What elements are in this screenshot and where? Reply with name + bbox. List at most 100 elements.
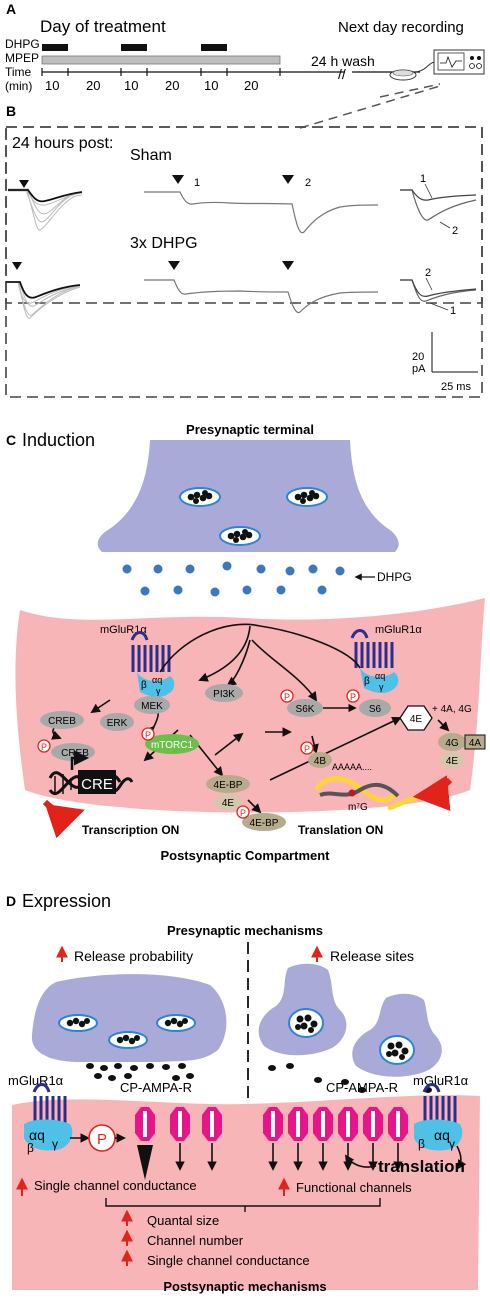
translation-arrow bbox=[412, 775, 453, 812]
duration-3: 10 bbox=[124, 78, 138, 93]
scale-y-unit: pA bbox=[412, 363, 426, 375]
4e-label-complex-2: 4E bbox=[446, 756, 459, 767]
sham-inset-label-2: 2 bbox=[452, 225, 458, 237]
timeline-durations: 10 20 10 20 10 20 bbox=[45, 78, 258, 93]
duration-1: 10 bbox=[45, 78, 59, 93]
d-right-g-alpha: αq bbox=[434, 1127, 450, 1143]
left-vesicles bbox=[58, 1014, 196, 1049]
quantal-size-label: Quantal size bbox=[147, 1213, 219, 1228]
translation-on-label: Translation ON bbox=[298, 823, 383, 837]
panel-b-letter: B bbox=[6, 103, 16, 119]
dhpg-bar-1 bbox=[42, 44, 68, 51]
duration-4: 20 bbox=[165, 78, 179, 93]
4b-phospho: P bbox=[304, 744, 310, 754]
dhpg-trace bbox=[144, 279, 379, 314]
sham-inset-leader-2 bbox=[439, 221, 451, 229]
duration-2: 20 bbox=[86, 78, 100, 93]
4ebp-phospho-node: 4E-BP P bbox=[236, 805, 286, 831]
panel-c-title: Induction bbox=[22, 430, 95, 450]
s6k-node: S6K P bbox=[280, 689, 323, 717]
panel-b-frame bbox=[5, 126, 483, 304]
release-sites-label: Release sites bbox=[330, 948, 414, 964]
sham-marker-2 bbox=[282, 175, 294, 184]
dhpg-bar-2 bbox=[121, 44, 147, 51]
sham-trace bbox=[144, 191, 379, 234]
d-right-mglur1a-receptor: mGluR1α αq β γ bbox=[413, 1073, 469, 1151]
4ebp-4e-complex: 4E-BP 4E bbox=[206, 775, 250, 810]
panel-c: C Induction Presynaptic terminal DHPG bbox=[6, 422, 486, 863]
erk-node: ERK bbox=[100, 713, 134, 731]
panel-b: B 24 hours post: Sham 3x DHPG 1 2 1 2 bbox=[5, 103, 483, 393]
mek-label: MEK bbox=[141, 701, 163, 712]
erk-label: ERK bbox=[107, 718, 128, 729]
d-left-receptor-label: mGluR1α bbox=[8, 1073, 64, 1088]
dhpg-bar-3 bbox=[201, 44, 227, 51]
scale-x-label: 25 ms bbox=[441, 381, 471, 393]
duration-6: 20 bbox=[244, 78, 258, 93]
dhpg-application-label: DHPG bbox=[377, 570, 412, 584]
single-cond-label: Single channel conductance bbox=[34, 1178, 197, 1193]
panel-a-letter: A bbox=[6, 1, 16, 17]
right-receptor-label: mGluR1α bbox=[375, 624, 422, 636]
translation-arrow-d bbox=[344, 1154, 377, 1168]
mtorc1-phospho: P bbox=[145, 730, 151, 740]
polya-label: AAAAA.... bbox=[332, 762, 372, 772]
d-right-receptor-arrow bbox=[456, 1145, 467, 1170]
eif4f-complex: 4G 4A 4E bbox=[438, 733, 486, 768]
d-phospho-circle: P bbox=[88, 1124, 116, 1152]
row-dhpg-label: DHPG bbox=[5, 37, 40, 51]
creb-phospho: P bbox=[41, 742, 47, 752]
plus-4a-4g-label: + 4A, 4G bbox=[432, 704, 472, 715]
mtorc1-label: mTORC1 bbox=[151, 740, 193, 751]
dhpg-overlay-marker bbox=[12, 262, 22, 270]
right-g-beta: β bbox=[364, 676, 370, 687]
left-g-beta: β bbox=[141, 680, 147, 691]
s6k-phospho: P bbox=[284, 692, 290, 702]
left-g-gamma: γ bbox=[156, 686, 161, 696]
panel-d-title: Expression bbox=[22, 891, 111, 911]
cap-label: m⁷G bbox=[348, 802, 368, 813]
panel-b-frame-full bbox=[5, 126, 483, 398]
sham-marker-1 bbox=[172, 175, 184, 184]
d-left-g-beta: β bbox=[27, 1141, 34, 1155]
left-g-alpha: αq bbox=[152, 675, 162, 685]
panel-b-header: 24 hours post: bbox=[12, 135, 113, 152]
presynaptic-terminal-label: Presynaptic terminal bbox=[186, 422, 314, 437]
wash-break-mark: // bbox=[338, 66, 346, 82]
left-glutamate-dots bbox=[86, 1063, 194, 1081]
single-cond2-label: Single channel conductance bbox=[147, 1253, 310, 1268]
4e-hex-label: 4E bbox=[410, 714, 423, 725]
transcription-on-label: Transcription ON bbox=[82, 823, 179, 837]
d-phospho-label: P bbox=[97, 1131, 107, 1148]
4e-hexagon: 4E bbox=[399, 705, 433, 731]
d-left-mglur1a-receptor: mGluR1α αq β γ bbox=[8, 1073, 73, 1155]
pi3k-node: PI3K bbox=[205, 684, 243, 702]
4ebp-label-2: 4E-BP bbox=[250, 818, 279, 829]
d-left-g-gamma: γ bbox=[52, 1137, 58, 1151]
right-glutamate-dots bbox=[268, 1063, 432, 1093]
4g-label: 4G bbox=[445, 738, 459, 749]
scale-y-value: 20 bbox=[412, 351, 424, 363]
left-receptor-label: mGluR1α bbox=[100, 624, 147, 636]
dhpg-inset-label-1: 1 bbox=[450, 305, 456, 317]
dhpg-label: 3x DHPG bbox=[130, 235, 198, 252]
next-day-recording-label: Next day recording bbox=[338, 19, 464, 36]
4ebp-label-1: 4E-BP bbox=[214, 780, 243, 791]
day-of-treatment-label: Day of treatment bbox=[40, 17, 166, 36]
mrna-strand: AAAAA.... m⁷G bbox=[313, 762, 419, 813]
translation-label: translation bbox=[378, 1157, 465, 1176]
d-right-receptor-label: mGluR1α bbox=[413, 1073, 469, 1088]
row-min-label: (min) bbox=[5, 79, 32, 93]
sham-label: Sham bbox=[130, 147, 172, 164]
right-mglur1a-receptor: mGluR1α β αq γ bbox=[350, 624, 422, 694]
panel-a: A Day of treatment Next day recording DH… bbox=[5, 1, 485, 129]
left-mglur1a-receptor: mGluR1α β αq γ bbox=[100, 624, 175, 698]
d-right-cpampar-label: CP-AMPA-R bbox=[326, 1080, 398, 1095]
4e-label-complex: 4E bbox=[222, 798, 235, 809]
dhpg-inset-leader-2 bbox=[425, 277, 433, 291]
sham-inset-label-1: 1 bbox=[420, 173, 426, 185]
left-presynaptic-terminal bbox=[31, 974, 227, 1062]
zoom-connector-lines bbox=[299, 83, 441, 129]
